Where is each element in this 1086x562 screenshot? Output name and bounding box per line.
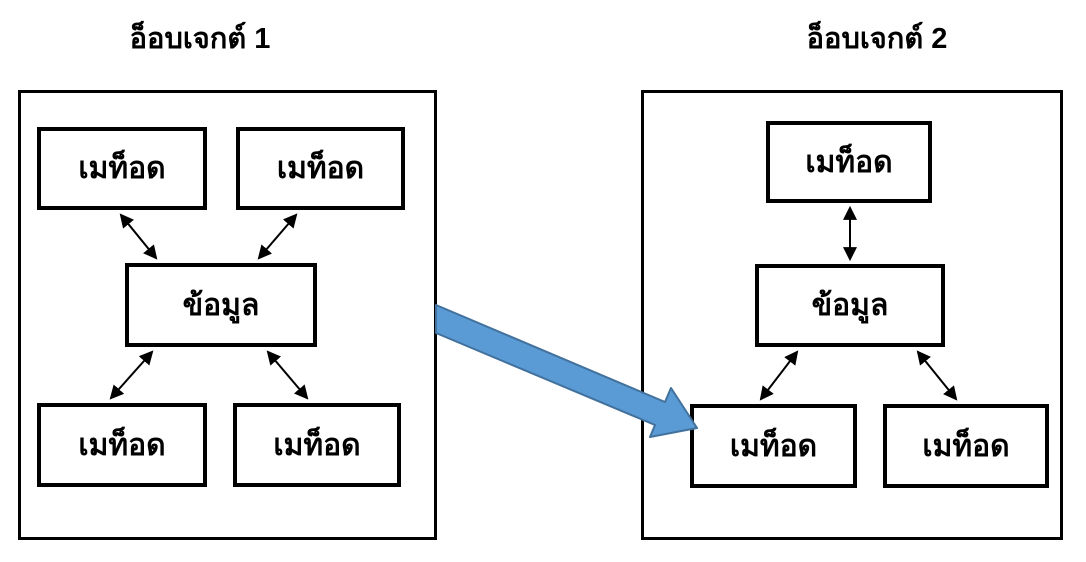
object2-method-bottom-left: เมท็อด [690,404,857,488]
object2-method-top: เมท็อด [766,121,932,203]
object2-method-bottom-right: เมท็อด [883,404,1049,488]
object1-method-bottom-right: เมท็อด [233,403,401,487]
object2-data-box: ข้อมูล [755,264,945,347]
object1-method-top-left: เมท็อด [37,127,207,210]
object1-title: อ็อบเจกต์ 1 [129,23,271,55]
object1-data-box: ข้อมูล [125,263,317,347]
object2-title: อ็อบเจกต์ 2 [806,23,948,55]
object1-method-top-right: เมท็อด [236,127,405,210]
object1-method-bottom-left: เมท็อด [37,403,207,487]
